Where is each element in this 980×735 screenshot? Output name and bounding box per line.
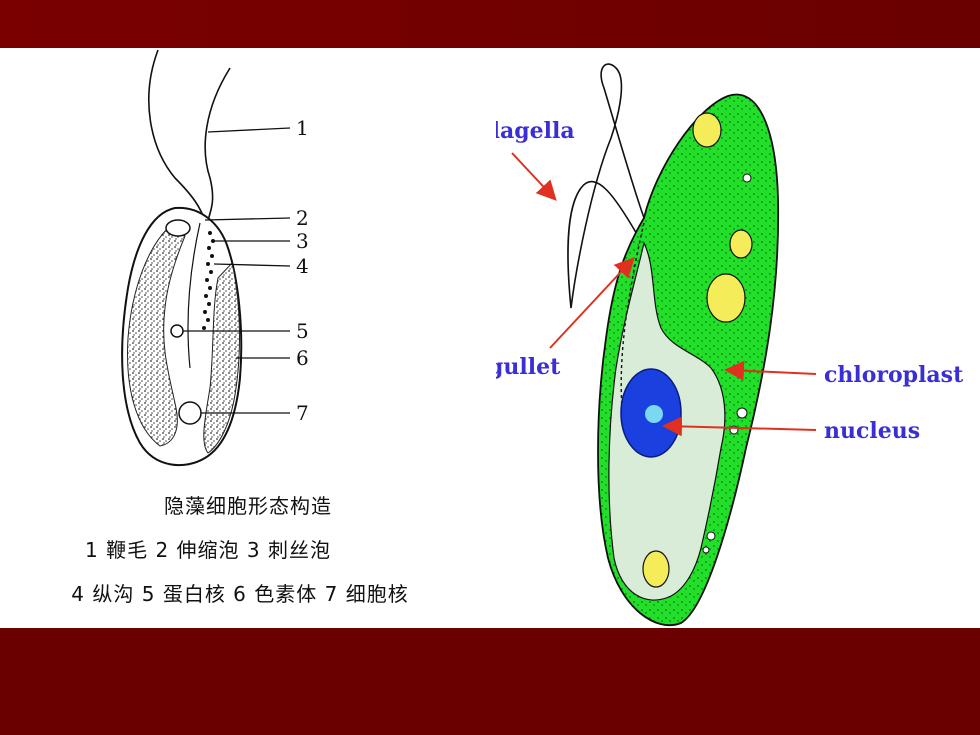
contractile-vacuole xyxy=(165,219,191,237)
cryptomonas-diagram-panel: 1 2 3 4 5 6 7 隐藻细胞形态构造 1 鞭毛 2 伸缩泡 3 刺丝泡 … xyxy=(0,48,496,628)
small-vacuoles xyxy=(702,173,752,554)
gullet xyxy=(620,222,645,409)
caption-legend-line-2: 4 纵沟 5 蛋白核 6 色素体 7 细胞核 xyxy=(71,582,409,606)
flagellum-left xyxy=(148,49,206,221)
cryptomonas-drawing: 1 2 3 4 5 6 7 xyxy=(121,49,309,467)
flagellum xyxy=(567,63,647,309)
arrow-nucleus xyxy=(662,416,817,437)
label-6: 6 xyxy=(296,346,309,370)
furrow xyxy=(187,222,201,369)
label-gullet: gullet xyxy=(496,354,561,380)
label-2: 2 xyxy=(296,206,309,230)
label-5: 5 xyxy=(296,319,309,343)
chromatophore-left xyxy=(127,227,186,447)
flagellum-right xyxy=(204,67,231,221)
arrow-gullet xyxy=(549,257,635,349)
label-flagella: flagella xyxy=(496,118,575,144)
label-1: 1 xyxy=(296,116,309,140)
caption-legend-line-1: 1 鞭毛 2 伸缩泡 3 刺丝泡 xyxy=(85,538,331,562)
arrow-flagella xyxy=(511,152,557,201)
pyrenoid xyxy=(170,324,184,338)
pyrenoid-4 xyxy=(642,550,670,588)
chromatophore-right xyxy=(203,261,240,454)
euglena-diagram-panel: flagella gullet chloroplast nucleus xyxy=(496,48,980,628)
leader-lines xyxy=(183,127,291,414)
nucleolus xyxy=(645,405,663,423)
bottom-band xyxy=(0,628,980,735)
label-4: 4 xyxy=(296,254,309,278)
top-title-band xyxy=(0,0,980,48)
label-3: 3 xyxy=(296,229,309,253)
label-chloroplast: chloroplast xyxy=(824,362,964,388)
caption-title: 隐藻细胞形态构造 xyxy=(164,494,332,518)
nucleus xyxy=(178,401,202,425)
pyrenoid-2 xyxy=(729,229,753,259)
label-nucleus: nucleus xyxy=(824,418,920,444)
label-7: 7 xyxy=(296,401,309,425)
trichocysts xyxy=(202,231,215,330)
euglena-drawing: flagella gullet chloroplast nucleus xyxy=(496,63,964,627)
arrow-chloroplast xyxy=(724,360,817,381)
pyrenoid-3 xyxy=(706,273,746,323)
pyrenoid-1 xyxy=(692,112,722,148)
